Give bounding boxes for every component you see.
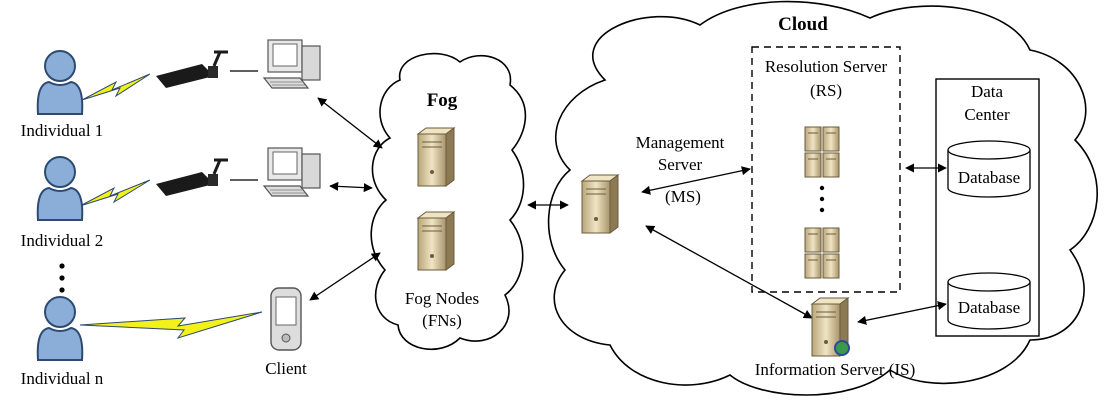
fog-shape	[370, 52, 527, 351]
cloud-title: Cloud	[778, 14, 828, 35]
database-label-2: Database	[958, 298, 1020, 317]
client-label: Client	[265, 359, 307, 378]
link-ms-rs	[641, 166, 751, 195]
ellipsis-dot	[59, 287, 65, 293]
individual-1-label: Individual 1	[21, 121, 104, 140]
data-center-box	[935, 78, 1040, 337]
ellipsis-dot	[819, 185, 825, 191]
globe-icon	[834, 340, 850, 356]
link-pc1-fog	[317, 97, 383, 149]
wireless-signal-3	[79, 311, 263, 339]
wireless-signal-2	[79, 179, 151, 207]
data-center-label-2: Center	[964, 105, 1010, 124]
ellipsis-dot	[59, 275, 65, 281]
pda-icon	[270, 287, 302, 351]
camera-icon	[154, 50, 230, 90]
information-server-label: Information Server (IS)	[755, 360, 916, 379]
management-server-label: Management	[636, 133, 725, 152]
fog-title: Fog	[427, 90, 458, 111]
link-ms-is	[645, 225, 813, 319]
ellipsis-dot	[819, 196, 825, 202]
computer-icon	[263, 39, 321, 89]
link-client-fog	[309, 252, 381, 301]
server-icon	[417, 211, 455, 271]
ellipsis-dot	[819, 207, 825, 213]
fog-nodes-abbrev: (FNs)	[422, 311, 462, 330]
resolution-server-box	[751, 46, 901, 293]
database-label-1: Database	[958, 168, 1020, 187]
individual-2-label: Individual 2	[21, 231, 104, 250]
link-is-database	[857, 301, 947, 325]
resolution-server-abbrev: (RS)	[810, 81, 842, 100]
link-pc2-fog	[329, 181, 373, 193]
database-icon	[947, 272, 1031, 330]
person-icon	[36, 156, 84, 221]
ellipsis-dot	[59, 263, 65, 269]
database-icon	[947, 140, 1031, 198]
management-server-label-2: Server	[658, 155, 703, 174]
person-icon	[36, 296, 84, 361]
fog-nodes-label: Fog Nodes	[405, 289, 479, 308]
server-icon	[417, 127, 455, 187]
wireless-signal-1	[81, 73, 151, 101]
server-icon	[581, 174, 619, 234]
management-server-abbrev: (MS)	[665, 187, 701, 206]
data-center-label: Data	[971, 82, 1004, 101]
individual-n-label: Individual n	[21, 369, 104, 388]
camera-icon	[154, 158, 230, 198]
resolution-server-label: Resolution Server	[765, 57, 888, 76]
person-icon	[36, 50, 84, 115]
computer-icon	[263, 147, 321, 197]
